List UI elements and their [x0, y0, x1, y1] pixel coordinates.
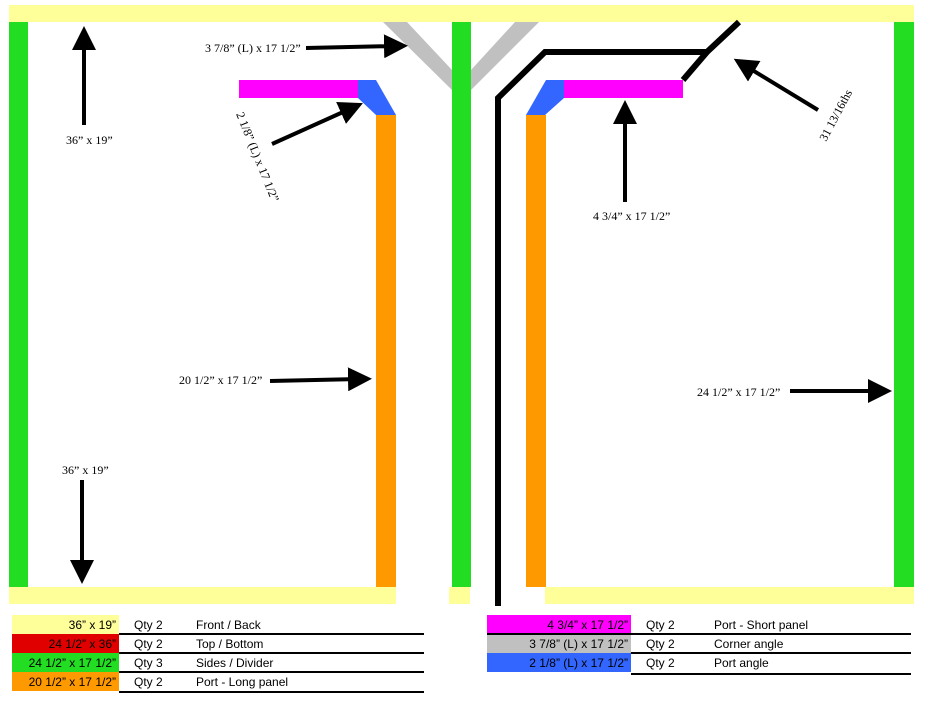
- port-angle-left: [358, 80, 396, 115]
- legend-right: 4 3/4” x 17 1/2” Qty 2 Port - Short pane…: [487, 615, 911, 675]
- short-panel-dim-label: 4 3/4” x 17 1/2”: [593, 209, 670, 223]
- legend-dim: 2 1/8” (L) x 17 1/2”: [529, 656, 628, 670]
- legend-dim: 36” x 19”: [69, 618, 116, 632]
- center-divider: [452, 22, 471, 587]
- arrow-long-panel: [269, 367, 372, 392]
- legend-qty: Qty 2: [134, 675, 163, 689]
- legend-swatch-front-back: [12, 615, 119, 634]
- legend-qty: Qty 2: [134, 618, 163, 632]
- legend-name: Top / Bottom: [196, 637, 263, 651]
- legend-dim: 20 1/2” x 17 1/2”: [29, 675, 116, 689]
- legend-qty: Qty 2: [646, 618, 675, 632]
- legend-qty: Qty 2: [134, 637, 163, 651]
- port-short-panel-left: [239, 80, 358, 98]
- arrow-port-angle: [271, 101, 363, 146]
- legend-name: Port - Short panel: [714, 618, 808, 632]
- port-length-label: 31 13/16ths: [816, 87, 855, 144]
- arrow-port-length: [733, 58, 820, 112]
- corner-angle-left: [383, 22, 452, 90]
- legend-dim: 4 3/4” x 17 1/2”: [547, 618, 628, 632]
- legend-swatch-short-panel: [487, 615, 631, 634]
- side-dim-right-label: 24 1/2” x 17 1/2”: [697, 385, 780, 399]
- port-short-panel-right: [564, 80, 683, 98]
- bottom-panel-middle: [449, 587, 470, 604]
- port-long-panel-left: [376, 115, 396, 587]
- legend-qty: Qty 2: [646, 637, 675, 651]
- legend-dim: 3 7/8” (L) x 17 1/2”: [529, 637, 628, 651]
- port-long-panel-right: [526, 115, 546, 587]
- legend-name: Corner angle: [714, 637, 784, 651]
- corner-angle-right: [471, 22, 539, 90]
- top-panel: [9, 5, 914, 22]
- bottom-dim-left-label: 36” x 19”: [62, 463, 109, 477]
- legend-name: Front / Back: [196, 618, 262, 632]
- legend-name: Port - Long panel: [196, 675, 288, 689]
- bottom-panel-left: [9, 587, 396, 604]
- legend-name: Port angle: [714, 656, 769, 670]
- port-length-tick: [680, 50, 710, 82]
- legend-swatch-long-panel: [12, 672, 119, 691]
- port-length-path: [495, 19, 742, 606]
- side-wall-left: [9, 22, 28, 587]
- legend-swatch-sides: [12, 653, 119, 672]
- legend-dim: 24 1/2” x 36”: [49, 637, 116, 651]
- arrow-corner-angle: [305, 34, 408, 59]
- port-angle-right: [526, 80, 564, 115]
- top-dim-left-label: 36” x 19”: [66, 133, 113, 147]
- legend-dim: 24 1/2” x 17 1/2”: [29, 656, 116, 670]
- side-wall-right: [894, 22, 914, 587]
- legend-qty: Qty 3: [134, 656, 163, 670]
- legend-left: 36” x 19” Qty 2 Front / Back 24 1/2” x 3…: [12, 615, 424, 693]
- legend-swatch-port-angle: [487, 653, 631, 672]
- legend-qty: Qty 2: [646, 656, 675, 670]
- port-angle-dim-label: 2 1/8” (L) x 17 1/2”: [233, 110, 282, 204]
- legend-name: Sides / Divider: [196, 656, 273, 670]
- long-panel-dim-label: 20 1/2” x 17 1/2”: [179, 373, 262, 387]
- legend-swatch-top-bottom: [12, 634, 119, 653]
- bottom-panel-right: [545, 587, 914, 604]
- legend-swatch-corner-angle: [487, 634, 631, 653]
- corner-angle-dim-label: 3 7/8” (L) x 17 1/2”: [205, 41, 301, 55]
